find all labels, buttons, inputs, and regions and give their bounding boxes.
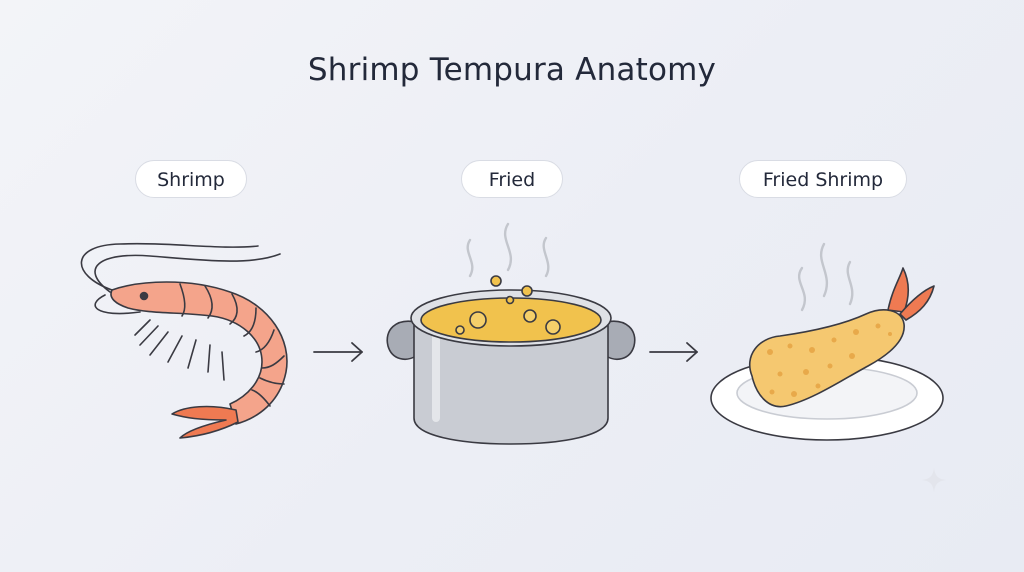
tempura-plate-icon bbox=[710, 242, 944, 441]
arrow-right-icon bbox=[313, 342, 363, 362]
arrow-right-icon-2 bbox=[649, 342, 698, 362]
page-title: Shrimp Tempura Anatomy bbox=[307, 52, 717, 88]
step-label-fried: Fried bbox=[461, 160, 563, 198]
frying-pot-icon bbox=[386, 222, 636, 445]
step-label-fried-shrimp: Fried Shrimp bbox=[739, 160, 907, 198]
sparkle-icon bbox=[922, 468, 946, 492]
step-label-shrimp: Shrimp bbox=[135, 160, 247, 198]
shrimp-icon bbox=[80, 242, 288, 439]
